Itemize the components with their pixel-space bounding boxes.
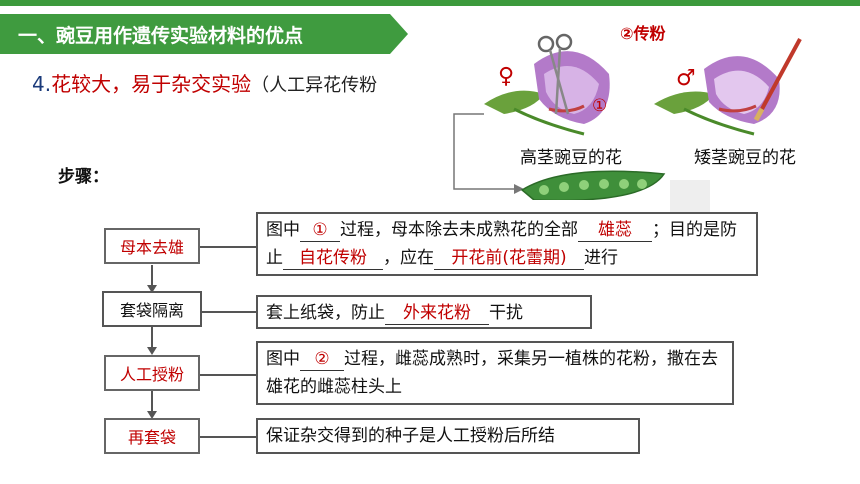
answer-step-number: ② [314,349,330,369]
flow-arrow-line-2 [151,327,153,349]
brush-icon [753,38,802,122]
answer-blank: 自花传粉 [283,247,383,270]
answer-step-number: ① [312,220,328,240]
female-symbol: ♀ [498,64,515,89]
step-box-rebagging: 再套袋 [104,418,200,454]
connector-step3 [200,374,256,376]
process-connector [453,113,514,190]
answer-blank: 外来花粉 [385,302,489,325]
subtitle-note: （人工异花传粉 [251,75,378,96]
answer-foreign-pollen: 外来花粉 [403,303,471,323]
steps-label: 步骤： [58,167,109,187]
step2-description: 套上纸袋，防止外来花粉干扰 [256,295,592,329]
answer-blank: 开花前(花蕾期) [434,247,584,270]
connector-arrowhead [514,184,524,194]
desc-text: 进行 [584,248,618,268]
step-name: 人工授粉 [119,365,184,384]
flow-arrow-line-1 [151,265,153,287]
desc-text: 干扰 [489,303,523,323]
connector-step4 [200,436,256,438]
step4-description: 保证杂交得到的种子是人工授粉后所结 [256,418,640,454]
desc-text: 过程，母本除去未成熟花的全部 [340,220,578,240]
desc-text: 过程，雌蕊成熟时，采集另一植株的花粉，撒在去雄花的雌蕊柱头上 [266,349,718,397]
flow-arrowhead-3 [147,411,157,419]
answer-stamen: 雄蕊 [598,220,632,240]
pollination-label: ②传粉 [620,24,666,43]
section-title: 一、豌豆用作遗传实验材料的优点 [18,24,304,47]
desc-text: 图中 [266,220,300,240]
scissors-icon [537,33,573,115]
desc-text: 保证杂交得到的种子是人工授粉后所结 [266,426,555,446]
desc-text: ，应在 [383,248,434,268]
pea-pod [520,170,666,200]
desc-text: 套上纸袋，防止 [266,303,385,323]
step-box-pollination: 人工授粉 [104,355,200,391]
connector-step1 [200,246,256,248]
step1-description: 图中 ① 过程，母本除去未成熟花的全部雄蕊；目的是防止自花传粉 ，应在开花前(花蕾期)… [256,212,758,276]
desc-text: ；目的是防止 [266,220,737,268]
short-flower-caption: 矮茎豌豆的花 [694,148,796,168]
connector-step2 [200,311,256,313]
subtitle-number: 4. [32,72,52,96]
short-pea-flower [654,56,780,136]
flower-drawing [453,33,802,200]
pea-flower-illustration: ♀ ♂ ① [444,14,860,200]
answer-blank: ② [300,348,344,371]
flow-arrowhead-2 [147,347,157,355]
step-box-emasculation: 母本去雄 [104,228,200,264]
male-symbol: ♂ [676,66,696,91]
answer-blank: ① [300,219,340,242]
step-box-bagging: 套袋隔离 [102,291,202,327]
answer-blank: 雄蕊 [578,219,652,242]
answer-self-pollination: 自花传粉 [299,248,367,268]
step1-marker: ① [592,96,608,116]
subtitle: 4.花较大，易于杂交实验（人工异花传粉 [32,68,377,97]
section-title-banner: 一、豌豆用作遗传实验材料的优点 [0,14,408,54]
desc-text: 图中 [266,349,300,369]
step-name: 套袋隔离 [119,301,184,320]
tall-flower-caption: 高茎豌豆的花 [520,148,622,168]
top-accent-bar [0,0,860,6]
answer-timing: 开花前(花蕾期) [451,248,567,268]
step-name: 母本去雄 [119,238,184,257]
flow-arrow-line-3 [151,391,153,413]
subtitle-highlight: 花较大，易于杂交实验 [51,72,252,96]
flow-arrowhead-1 [147,285,157,293]
step-name: 再套袋 [127,428,176,447]
